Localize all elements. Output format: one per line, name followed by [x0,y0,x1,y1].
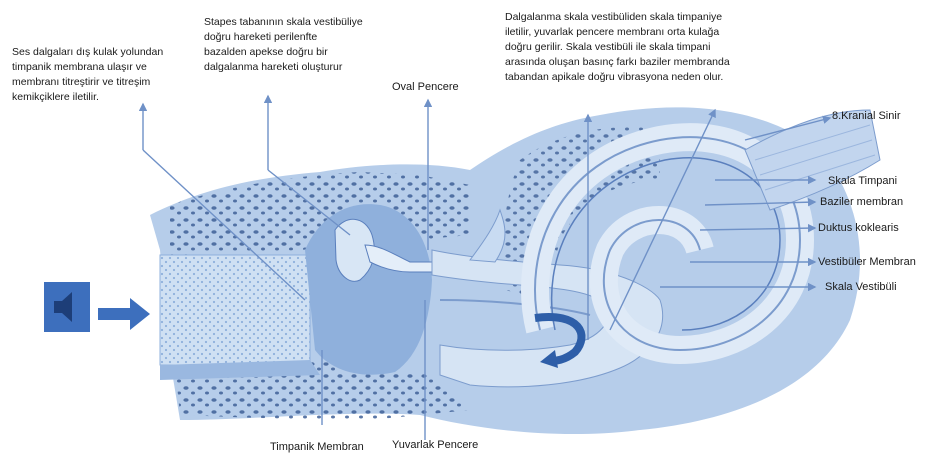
sound-box [44,282,90,332]
label-skala-timpani: Skala Timpani [828,174,897,188]
label-duktus-koklearis: Duktus koklearis [818,221,899,235]
stapes-paragraph: Stapes tabanının skala vestibüliye doğru… [204,15,363,75]
label-skala-vestibuli: Skala Vestibüli [825,280,897,294]
label-yuvarlak-pencere: Yuvarlak Pencere [392,438,478,452]
dalga-paragraph: Dalgalanma skala vestibüliden skala timp… [505,10,730,85]
right-arrow-icon [98,298,150,330]
label-baziler-membran: Baziler membran [820,195,903,209]
ear-canal [160,255,310,365]
label-oval-pencere: Oval Pencere [392,80,459,94]
ses-paragraph: Ses dalgaları dış kulak yolundan timpani… [12,45,163,105]
speaker-icon [44,282,90,332]
label-timpanik-membran: Timpanik Membran [270,440,364,454]
label-kranial-sinir: 8.Kranial Sinir [832,109,900,123]
label-vestibuler-membran: Vestibüler Membran [818,255,916,269]
